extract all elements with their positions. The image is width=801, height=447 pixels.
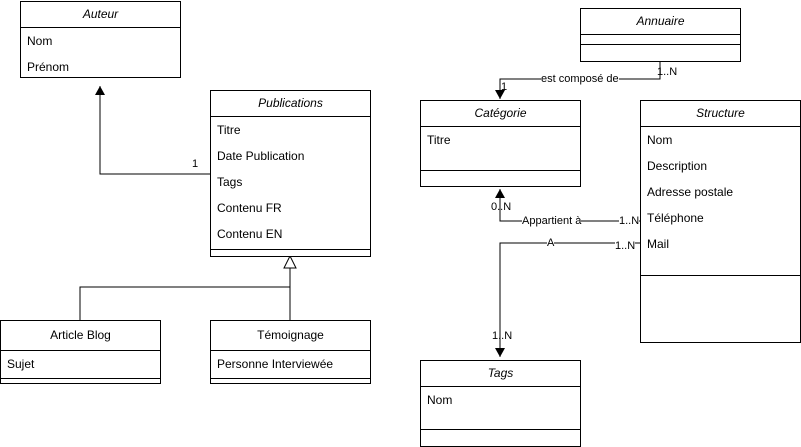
class-auteur-attr: Prénom xyxy=(27,60,70,74)
inheritance-article-blog xyxy=(79,286,290,320)
class-categorie-name: Catégorie xyxy=(421,101,580,127)
class-categorie-separator xyxy=(421,170,580,171)
class-article-blog-separator xyxy=(1,378,160,379)
multiplicity-publications: 1 xyxy=(192,158,199,170)
class-annuaire-name: Annuaire xyxy=(581,9,740,35)
class-publications-attr: Date Publication xyxy=(217,149,305,163)
multiplicity-tags: 1..N xyxy=(492,330,513,342)
class-structure-attr: Adresse postale xyxy=(647,185,734,199)
class-article-blog-attr: Sujet xyxy=(7,357,35,371)
association-auteur-publications xyxy=(95,86,210,175)
class-temoignage-name: Témoignage xyxy=(211,321,370,351)
class-structure-attr: Téléphone xyxy=(647,211,704,225)
class-categorie[interactable]: Catégorie Titre xyxy=(420,100,581,187)
class-structure-attr: Nom xyxy=(647,133,673,147)
class-structure-attr: Mail xyxy=(647,237,670,251)
class-annuaire[interactable]: Annuaire xyxy=(580,8,741,62)
multiplicity-categorie: 1 xyxy=(501,81,508,93)
class-structure-name: Structure xyxy=(641,101,800,127)
class-structure[interactable]: Structure Nom Description Adresse postal… xyxy=(640,100,801,343)
class-publications-attr: Contenu EN xyxy=(217,227,283,241)
multiplicity-categorie-structure: 0..N xyxy=(491,201,512,213)
class-publications[interactable]: Publications Titre Date Publication Tags… xyxy=(210,90,371,257)
association-categorie-structure xyxy=(495,189,640,222)
class-auteur-attr: Nom xyxy=(27,34,53,48)
class-structure-attr: Description xyxy=(647,159,708,173)
multiplicity-structure-categorie: 1..N xyxy=(619,215,640,227)
class-publications-attr: Titre xyxy=(217,123,241,137)
class-tags-name: Tags xyxy=(421,361,580,387)
association-label-appartient-a: Appartient à xyxy=(522,215,582,227)
class-publications-separator xyxy=(211,249,370,250)
multiplicity-annuaire: 1..N xyxy=(657,66,678,78)
class-annuaire-separator xyxy=(581,44,740,45)
class-tags-separator xyxy=(421,429,580,430)
class-publications-attr: Tags xyxy=(217,175,243,189)
class-article-blog[interactable]: Article Blog Sujet xyxy=(0,320,161,384)
class-publications-attr: Contenu FR xyxy=(217,201,282,215)
class-temoignage-separator xyxy=(211,378,370,379)
association-tags-structure xyxy=(495,242,640,357)
association-label-a: A xyxy=(547,237,555,249)
class-categorie-attr: Titre xyxy=(427,133,451,147)
class-auteur[interactable]: Auteur Nom Prénom xyxy=(20,1,181,78)
inheritance-triangle xyxy=(283,254,297,269)
class-publications-name: Publications xyxy=(211,91,370,117)
association-label-est-compose-de: est composé de xyxy=(541,73,619,85)
class-auteur-name: Auteur xyxy=(21,2,180,28)
class-temoignage[interactable]: Témoignage Personne Interviewée xyxy=(210,320,371,384)
class-tags[interactable]: Tags Nom xyxy=(420,360,581,447)
multiplicity-structure-tags: 1..N xyxy=(615,240,636,252)
class-structure-separator xyxy=(641,275,800,276)
class-tags-attr: Nom xyxy=(427,393,453,407)
class-temoignage-attr: Personne Interviewée xyxy=(217,357,334,371)
class-article-blog-name: Article Blog xyxy=(1,321,160,351)
